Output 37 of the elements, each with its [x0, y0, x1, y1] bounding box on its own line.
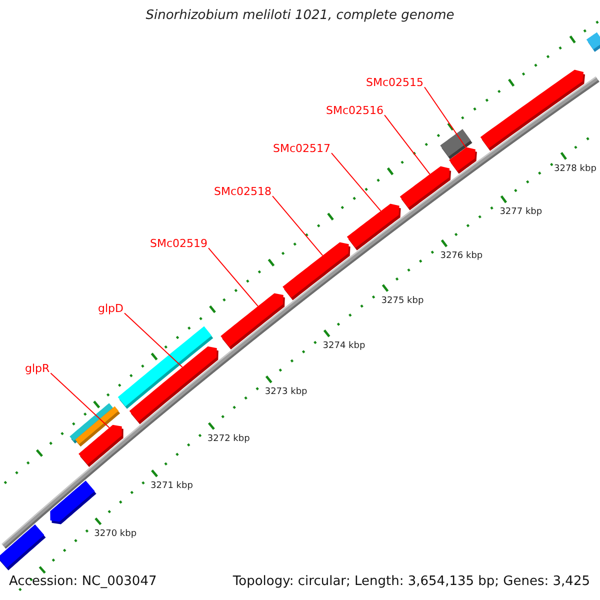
gene-block — [449, 147, 477, 174]
leader-line — [272, 196, 324, 256]
leader-line — [331, 152, 382, 212]
leader-line — [50, 372, 110, 428]
gene-label: SMc02519 — [150, 238, 208, 251]
gene-label: glpD — [98, 303, 124, 316]
scale-label: 3277 kbp — [500, 207, 542, 218]
scale-label: 3274 kbp — [322, 341, 366, 352]
leader-line — [208, 248, 258, 307]
leader-line — [424, 86, 466, 148]
scale-label: 3270 kbp — [94, 529, 137, 540]
gene-block — [220, 293, 285, 350]
gene-block — [346, 204, 401, 250]
gene-block — [282, 242, 350, 300]
gene-block — [50, 480, 96, 524]
diagram-title: Sinorhizobium meliloti 1021, complete genome — [146, 9, 454, 24]
leader-line — [124, 312, 183, 368]
gene-label: SMc02516 — [326, 105, 384, 118]
gene-block — [129, 346, 218, 424]
scale-label: 3273 kbp — [264, 387, 308, 398]
scale-label: 3271 kbp — [150, 481, 193, 492]
footer-note: Accession: NC_003047 — [9, 575, 157, 590]
gene-block — [400, 166, 452, 210]
gene-block — [480, 70, 586, 151]
gene-label: SMc02517 — [273, 143, 331, 156]
feature-bar — [586, 32, 600, 52]
scale-label: 3276 kbp — [440, 251, 483, 262]
scale-label: 3278 kbp — [554, 164, 596, 174]
leader-line — [384, 114, 430, 175]
gene-label: SMc02518 — [214, 186, 272, 199]
gene-block — [78, 424, 124, 467]
feature-bar — [0, 524, 46, 570]
gene-label: SMc02515 — [366, 77, 424, 90]
scale-label: 3275 kbp — [381, 296, 424, 306]
footer-note: Topology: circular; Length: 3,654,135 bp; Genes: 3,425 — [232, 575, 590, 590]
gene-label: glpR — [25, 363, 50, 376]
scale-label: 3272 kbp — [207, 434, 250, 444]
